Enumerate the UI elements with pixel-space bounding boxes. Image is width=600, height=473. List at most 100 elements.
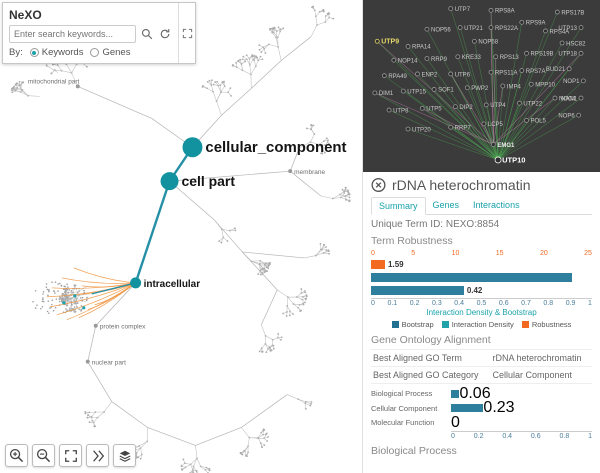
gene-node-rpa49[interactable] [381,73,387,79]
network-edge [407,128,499,161]
gene-label: DIP2 [459,105,473,111]
network-edge [497,84,532,161]
gene-node-utp20[interactable] [405,126,411,132]
reset-search-icon[interactable] [157,27,172,42]
gene-node-utp21[interactable] [457,25,463,30]
gene-node-nop14[interactable] [391,57,397,63]
gene-node-rrp9[interactable] [424,56,430,61]
gene-node-dim1[interactable] [372,90,378,96]
tab-genes[interactable]: Genes [432,200,460,210]
gene-node-utp8[interactable] [386,107,392,113]
gene-node-rpa14[interactable] [405,44,411,49]
radio-keywords[interactable]: Keywords [29,47,83,58]
term-node-nuclear-part[interactable] [85,359,90,364]
gene-node-rps7a[interactable] [519,68,525,73]
gene-node-noc4[interactable] [552,95,558,101]
gene-node-bud21[interactable] [566,66,572,72]
gene-node-enp2[interactable] [415,71,420,77]
expand-tree-button[interactable] [86,444,109,467]
network-edge [417,73,499,161]
gene-node-utp10[interactable] [494,156,502,164]
gene-node-utp15[interactable] [400,88,406,94]
search-icon[interactable] [139,27,154,42]
unique-term-id-label: Unique Term ID: [371,219,444,230]
gene-node-lcp5[interactable] [481,121,487,127]
gene-node-nan1[interactable] [578,95,584,101]
collapse-panel-icon[interactable] [180,26,195,41]
gene-node-rps22a[interactable] [488,25,494,30]
zoom-in-button[interactable] [5,444,28,467]
gene-node-utp7[interactable] [448,6,454,12]
fit-content-button[interactable] [59,444,82,467]
gene-node-rps13[interactable] [493,54,499,60]
go-category-value: Cellular Component [490,366,592,384]
gene-node-utp6[interactable] [448,71,454,77]
tab-interactions[interactable]: Interactions [473,200,520,210]
term-node-protein-complex[interactable] [93,323,98,328]
term-node-cell-part[interactable] [160,172,179,191]
network-edge [497,103,520,161]
gene-node-mpp10[interactable] [528,81,534,87]
legend-item: Bootstrap [391,320,434,329]
network-edge [483,123,499,161]
gene-label: UTP6 [455,72,471,78]
close-details-icon[interactable] [371,178,386,193]
term-label-nuclear-part: nuclear part [92,360,126,367]
gene-node-emg1[interactable] [490,142,496,147]
gene-node-rps8a[interactable] [488,7,494,13]
gene-node-hsc82[interactable] [559,40,565,46]
gene-node-utp18[interactable] [578,50,584,56]
gene-node-nop1[interactable] [581,78,586,84]
gene-node-nop58[interactable] [471,38,477,44]
gene-node-pwp2[interactable] [464,85,470,91]
gene-node-sof1[interactable] [431,87,437,92]
gene-node-dip2[interactable] [453,104,458,110]
gene-node-utp13[interactable] [578,25,584,30]
network-edge [493,53,582,145]
layers-button[interactable] [113,444,136,467]
gene-node-imp4[interactable] [500,83,506,89]
gene-node-rps4a[interactable] [543,28,548,34]
tab-summary[interactable]: Summary [371,197,426,215]
gene-node-rrp7[interactable] [448,124,454,130]
radio-genes-circle[interactable] [90,48,100,57]
layers-icon [119,450,130,462]
gene-node-rps17b[interactable] [554,9,560,15]
network-edge [450,127,499,161]
term-node-cellular-component[interactable] [182,137,203,158]
search-input[interactable] [9,25,136,43]
radio-keywords-circle[interactable] [29,48,39,57]
zoom-out-button[interactable] [32,444,55,467]
gene-node-utp9[interactable] [374,38,380,44]
gene-node-utp22[interactable] [517,100,522,106]
gene-node-utp4[interactable] [483,102,489,108]
term-node-intracellular[interactable] [130,277,142,289]
gene-node-utp5[interactable] [419,105,425,111]
term-label-intracellular: intracellular [144,279,201,290]
gene-label: NAN1 [561,96,578,102]
gene-node-pol5[interactable] [524,118,529,123]
tree-toolbar [5,444,136,467]
term-node-mitochondrial-part[interactable] [75,84,80,89]
gene-node-rps19b[interactable] [524,50,529,56]
gene-label: RPA14 [412,45,431,51]
gene-node-nop56[interactable] [424,26,430,32]
term-title: rDNA heterochromatin [392,177,531,193]
gene-label: RPA49 [388,74,407,80]
gene-node-rps9a[interactable] [519,19,525,25]
gene-label: UTP8 [393,108,409,114]
gene-label: UTP13 [558,26,577,32]
network-edge [497,97,556,161]
radio-genes[interactable]: Genes [90,47,130,58]
gene-node-kre33[interactable] [455,54,461,60]
term-node-membrane[interactable] [288,169,293,174]
gene-node-rps11a[interactable] [488,69,494,75]
gene-node-nop6[interactable] [576,112,582,118]
network-edge [374,92,499,161]
